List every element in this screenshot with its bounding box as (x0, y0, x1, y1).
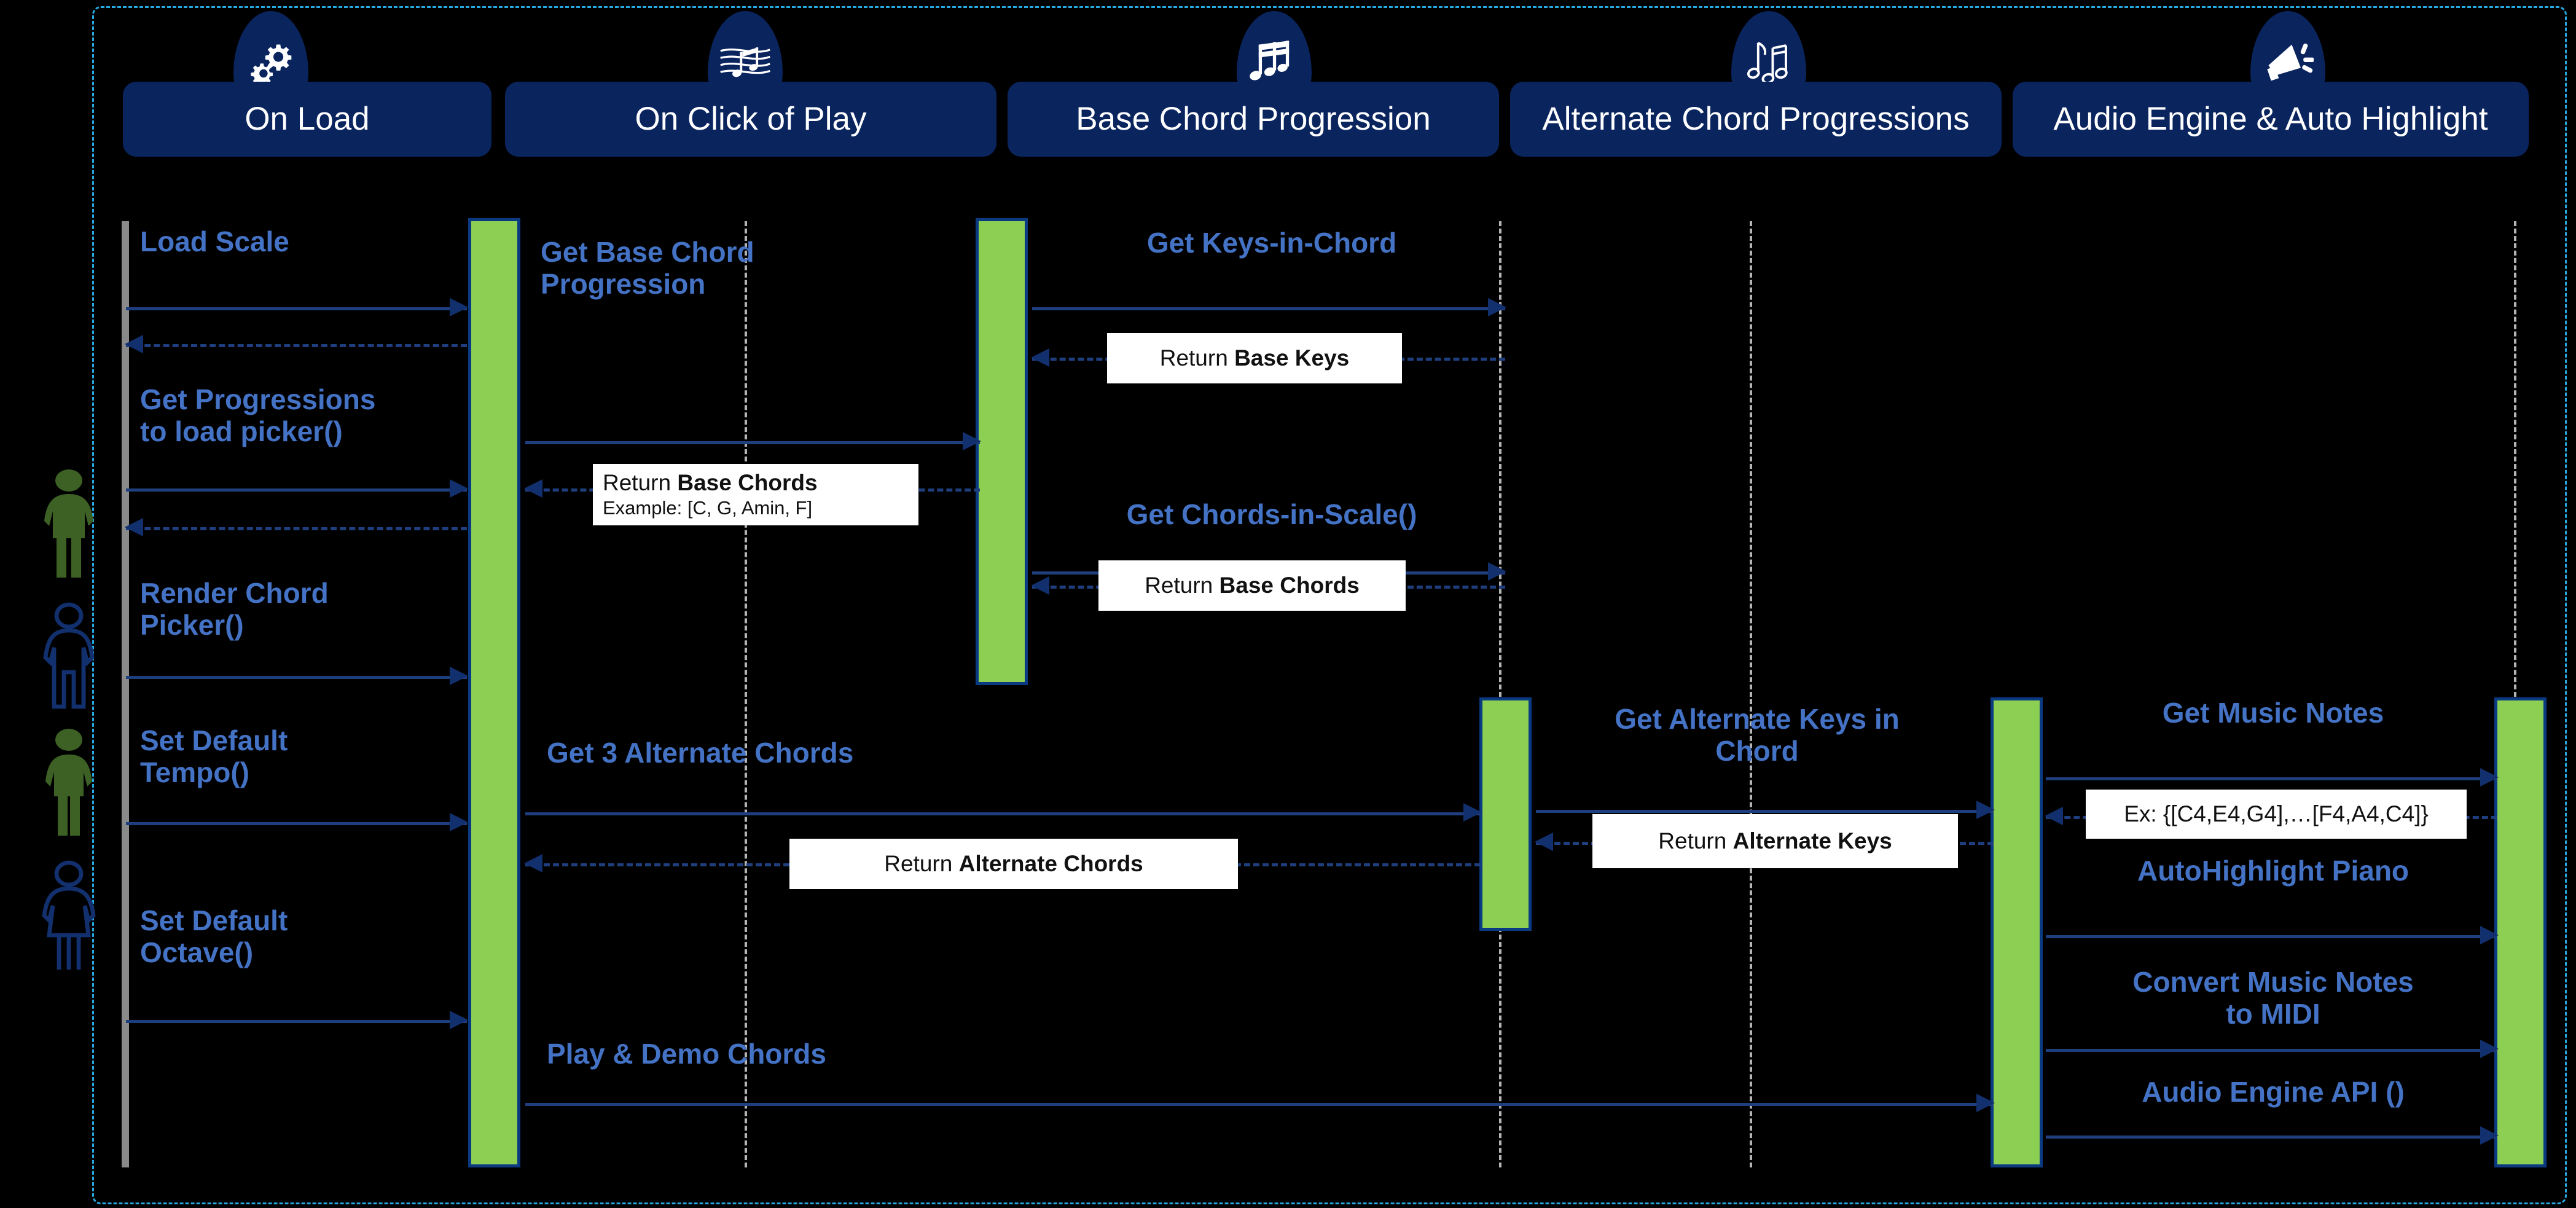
participant-on-load[interactable]: On Load (123, 82, 491, 157)
message-label-m9: Get 3 Alternate Chords (547, 737, 854, 769)
actor-2 (32, 601, 106, 727)
participant-alternate-chord[interactable]: Alternate Chord Progressions (1510, 82, 2002, 157)
message-label-m3: Render Chord Picker() (140, 577, 329, 641)
message-label-m4: Set Default Tempo() (140, 724, 288, 788)
message-label-m14: Convert Music Notes to MIDI (2132, 966, 2414, 1030)
activation-audio-right (2494, 697, 2547, 1167)
note-prefix-n4: Return (884, 850, 959, 876)
note-return-base-keys: Return Base Keys (1107, 333, 1402, 383)
activation-audio-left (1991, 697, 2043, 1167)
note-example-n2: Example: [C, G, Amin, F] (603, 496, 813, 519)
participant-audio-engine[interactable]: Audio Engine & Auto Highlight (2013, 82, 2529, 157)
note-prefix-n1: Return (1159, 345, 1235, 371)
message-label-m13: Play & Demo Chords (547, 1038, 826, 1070)
note-return-base-chords: Return Base Chords Example: [C, G, Amin,… (593, 464, 918, 525)
note-strong-n5: Alternate Keys (1732, 828, 1892, 853)
note-strong-n1: Base Keys (1234, 345, 1350, 371)
gears-icon (245, 36, 297, 89)
actor-4 (32, 859, 106, 985)
note-strong-n4: Alternate Chords (958, 850, 1143, 876)
actor-3 (32, 725, 106, 851)
lifeline-base-chord (1499, 221, 1501, 1167)
note-prefix-n2: Return (603, 470, 678, 496)
note-strong-n2: Base Chords (677, 470, 818, 496)
message-label-m1: Load Scale (140, 226, 289, 257)
message-label-m15: Audio Engine API () (2142, 1076, 2405, 1108)
activation-base-chord-1 (976, 218, 1028, 685)
note-prefix-n3: Return (1145, 572, 1219, 598)
message-label-m11: Get Music Notes (2162, 697, 2384, 729)
message-label-m12: AutoHighlight Piano (2137, 855, 2410, 887)
lifeline-alternate-chord (1750, 221, 1752, 1167)
lifeline-audio-engine (2514, 221, 2516, 1167)
note-return-alternate-keys: Return Alternate Keys (1592, 814, 1958, 868)
music-notes-icon (1248, 37, 1300, 88)
lifeline-on-load (122, 221, 129, 1167)
message-label-m8: Get Chords-in-Scale() (1126, 498, 1417, 530)
note-strong-n3: Base Chords (1219, 572, 1360, 598)
participant-base-chord[interactable]: Base Chord Progression (1008, 82, 1499, 157)
actor-1 (32, 467, 106, 593)
activation-on-click-play (468, 218, 520, 1167)
note-example-music-notes: Ex: {[C4,E4,G4],…[F4,A4,C4]} (2086, 790, 2467, 839)
message-label-m10: Get Alternate Keys in Chord (1615, 703, 1900, 767)
message-label-m6: Get Base Chord Progression (541, 236, 754, 300)
activation-alternate-1 (1479, 697, 1532, 931)
megaphone-icon (2262, 38, 2314, 87)
note-return-base-chords-2: Return Base Chords (1098, 560, 1406, 611)
message-label-m7: Get Keys-in-Chord (1146, 227, 1397, 259)
music-sheet-icon (717, 39, 773, 87)
note-return-alternate-chords: Return Alternate Chords (789, 839, 1238, 889)
participant-on-click-play[interactable]: On Click of Play (505, 82, 996, 157)
note-text-n6: Ex: {[C4,E4,G4],…[F4,A4,C4]} (2124, 801, 2429, 826)
lifeline-on-click-play (745, 221, 747, 1167)
message-label-m5: Set Default Octave() (140, 904, 288, 968)
message-label-m2: Get Progressions to load picker() (140, 383, 376, 447)
note-prefix-n5: Return (1658, 828, 1733, 853)
